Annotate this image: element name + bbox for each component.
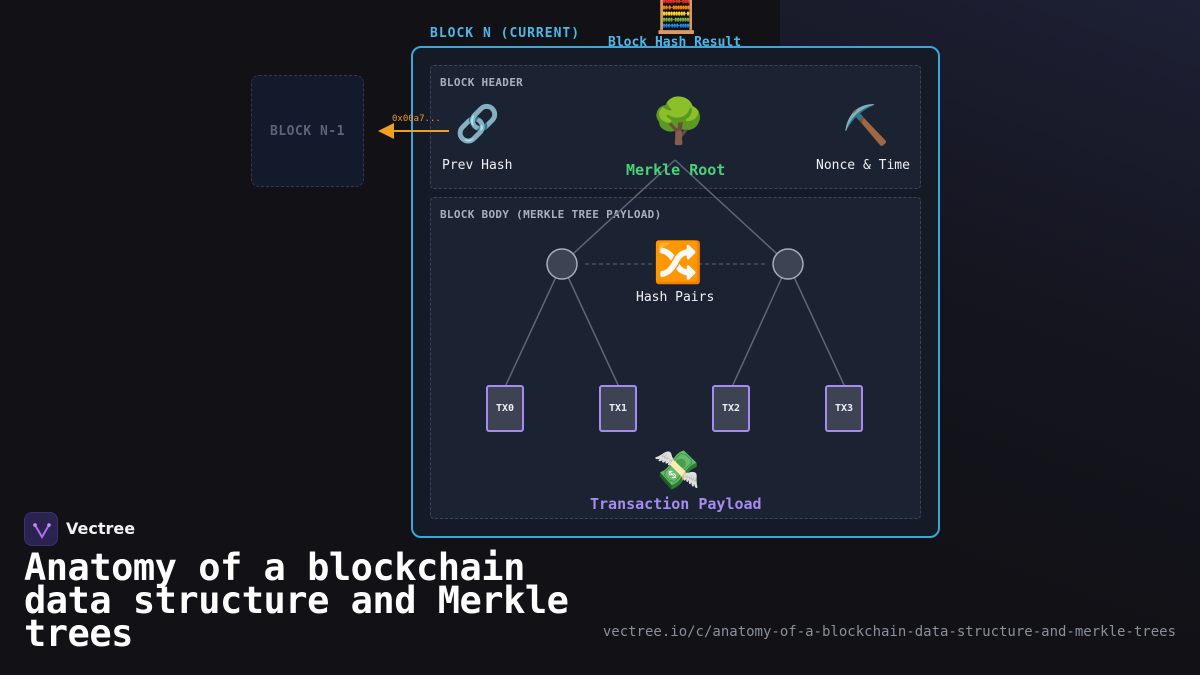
block-hash-result-label: Block Hash Result xyxy=(608,35,742,50)
transaction-payload-label: Transaction Payload xyxy=(590,495,762,513)
tree-icon: 🌳 xyxy=(651,96,706,147)
block-header-label: BLOCK HEADER xyxy=(440,76,524,89)
shuffle-icon: 🔀 xyxy=(653,240,703,286)
transaction-tx1: TX1 xyxy=(599,385,637,432)
hash-pairs-label: Hash Pairs xyxy=(636,290,715,305)
merkle-root-label: Merkle Root xyxy=(626,161,726,179)
transaction-tx3: TX3 xyxy=(825,385,863,432)
previous-block-label: BLOCK N-1 xyxy=(270,123,345,139)
page-url[interactable]: vectree.io/c/anatomy-of-a-blockchain-dat… xyxy=(602,624,1176,640)
pickaxe-icon: ⛏️ xyxy=(842,103,890,147)
previous-block: BLOCK N-1 xyxy=(251,75,364,187)
abacus-icon: 🧮 xyxy=(655,0,698,36)
brand-name: Vectree xyxy=(66,519,136,538)
block-body-label: BLOCK BODY (MERKLE TREE PAYLOAD) xyxy=(440,208,662,221)
prev-hash-value: 0x00a7... xyxy=(392,114,441,124)
transaction-tx2: TX2 xyxy=(712,385,750,432)
current-block-title: BLOCK N (CURRENT) xyxy=(430,26,581,41)
money-with-wings-icon: 💸 xyxy=(653,448,701,492)
prev-hash-arrowhead xyxy=(378,123,394,139)
link-icon: 🔗 xyxy=(455,104,500,145)
vectree-logo xyxy=(24,512,58,546)
page-title: Anatomy of a blockchain data structure a… xyxy=(24,546,569,655)
prev-hash-label: Prev Hash xyxy=(442,158,513,173)
transaction-tx0: TX0 xyxy=(486,385,524,432)
nonce-time-label: Nonce & Time xyxy=(816,158,910,173)
